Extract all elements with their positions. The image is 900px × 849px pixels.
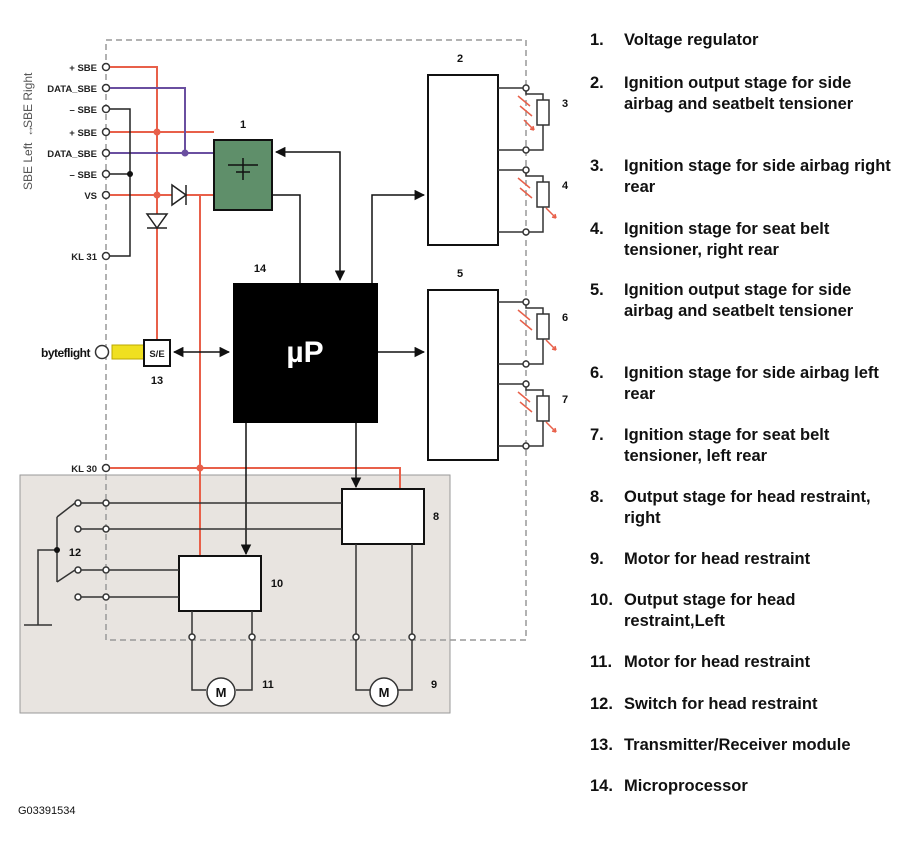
igniter-sparks — [517, 95, 557, 433]
sbe-separator: ↕ — [28, 123, 34, 137]
pin-sbe-left-minus: – SBE — [70, 170, 97, 181]
pin-sbe-right-data: DATA_SBE — [47, 84, 97, 95]
legend-number: 7. — [590, 426, 604, 444]
legend-item: 11. Motor for head restraint — [590, 652, 895, 673]
pin-sbe-right-plus: + SBE — [69, 63, 97, 74]
legend-text: Switch for head restraint — [624, 695, 818, 713]
data-lines — [110, 87, 214, 154]
ground-lines — [110, 108, 131, 257]
regulator-connections — [240, 146, 426, 556]
label-11: 11 — [262, 679, 274, 691]
igniters — [498, 84, 550, 450]
legend-item: 13. Transmitter/Receiver module — [590, 735, 895, 756]
legend-number: 13. — [590, 736, 613, 754]
microprocessor-symbol: µP — [286, 336, 323, 369]
legend-text: Ignition stage for side airbag right rea… — [624, 157, 891, 196]
legend-item: 12. Switch for head restraint — [590, 694, 895, 715]
microprocessor — [233, 283, 378, 423]
legend-number: 11. — [590, 653, 613, 671]
sbe-left-label: SBE Left — [21, 142, 35, 190]
label-1: 1 — [240, 119, 246, 131]
label-8: 8 — [433, 511, 439, 523]
legend-number: 4. — [590, 220, 604, 238]
motor-wiring — [188, 544, 416, 691]
bus-connector — [111, 344, 145, 360]
legend-text: Transmitter/Receiver module — [624, 736, 851, 754]
motor-right-symbol: M — [379, 685, 390, 700]
legend-number: 14. — [590, 777, 613, 795]
label-5: 5 — [457, 268, 463, 280]
legend-number: 12. — [590, 695, 613, 713]
legend-number: 2. — [590, 74, 604, 92]
legend-item: 4. Ignition stage for seat belt tensioner… — [590, 219, 895, 260]
pin-sbe-right-minus: – SBE — [70, 105, 97, 116]
legend-item: 6. Ignition stage for side airbag left re… — [590, 363, 895, 404]
byteflight-label: byteflight — [41, 346, 90, 360]
legend-text: Output stage for head restraint,Left — [624, 591, 796, 630]
control-unit-boundary — [105, 39, 527, 641]
legend-item: 10. Output stage for head restraint,Left — [590, 590, 895, 631]
legend-item: 9. Motor for head restraint — [590, 549, 895, 570]
label-7: 7 — [562, 394, 568, 406]
figure-code: G03391534 — [18, 805, 76, 817]
legend-item: 2. Ignition output stage for side airbag … — [590, 73, 895, 114]
legend-item: 7. Ignition stage for seat belt tensioner… — [590, 425, 895, 466]
label-3: 3 — [562, 98, 568, 110]
output-stage-head-restraint-right — [341, 488, 425, 545]
legend-text: Motor for head restraint — [624, 653, 811, 671]
label-4: 4 — [562, 180, 569, 192]
connector-pins: + SBE DATA_SBE – SBE + SBE DATA_SBE – SB… — [47, 62, 111, 475]
legend-text: Voltage regulator — [624, 31, 759, 49]
legend-text: Microprocessor — [624, 777, 748, 795]
legend-number: 10. — [590, 591, 613, 609]
diode-vs — [171, 183, 188, 207]
label-13: 13 — [151, 375, 163, 387]
sbe-right-label: SBE Right — [21, 72, 35, 128]
head-restraint-switch — [24, 499, 342, 626]
legend-number: 9. — [590, 550, 604, 568]
legend-text: Ignition output stage for side airbag an… — [624, 281, 854, 320]
legend-number: 8. — [590, 488, 604, 506]
pin-kl31: KL 31 — [71, 252, 97, 263]
output-stage-head-restraint-left — [178, 555, 262, 612]
se-label: S/E — [149, 349, 164, 360]
motor-left-symbol: M — [216, 685, 227, 700]
legend-text: Motor for head restraint — [624, 550, 811, 568]
legend-item: 3. Ignition stage for side airbag right r… — [590, 156, 895, 197]
pin-sbe-left-plus: + SBE — [69, 128, 97, 139]
legend-number: 3. — [590, 157, 604, 175]
wiring-diagram: SBE Right SBE Left ↕ + SBE DATA_SBE – SB… — [18, 39, 569, 817]
ignition-output-stage-2 — [427, 74, 499, 246]
pin-kl30: KL 30 — [71, 464, 97, 475]
diode-vertical — [145, 213, 169, 230]
legend-text: Ignition stage for side airbag left rear — [624, 364, 879, 403]
legend-item: 1. Voltage regulator — [590, 30, 895, 51]
label-2: 2 — [457, 53, 463, 65]
legend-item: 8. Output stage for head restraint, right — [590, 487, 895, 528]
legend-text: Ignition output stage for side airbag an… — [624, 74, 854, 113]
motor-head-restraint-right — [369, 677, 399, 707]
legend-text: Ignition stage for seat belt tensioner, … — [624, 220, 830, 259]
legend-item: 14. Microprocessor — [590, 776, 895, 797]
pin-sbe-left-data: DATA_SBE — [47, 149, 97, 160]
label-14: 14 — [254, 263, 267, 275]
label-9: 9 — [431, 679, 437, 691]
legend-text: Ignition stage for seat belt tensioner, … — [624, 426, 830, 465]
label-6: 6 — [562, 312, 568, 324]
label-10: 10 — [271, 578, 283, 590]
ignition-output-stage-5 — [427, 289, 499, 461]
legend-number: 1. — [590, 31, 604, 49]
legend-number: 6. — [590, 364, 604, 382]
legend-text: Output stage for head restraint, right — [624, 488, 871, 527]
legend-number: 5. — [590, 281, 604, 299]
pin-vs: VS — [84, 191, 97, 202]
motor-head-restraint-left — [206, 677, 236, 707]
label-12: 12 — [69, 547, 81, 559]
transmitter-receiver-module — [143, 339, 171, 367]
legend-item: 5. Ignition output stage for side airbag … — [590, 280, 895, 321]
